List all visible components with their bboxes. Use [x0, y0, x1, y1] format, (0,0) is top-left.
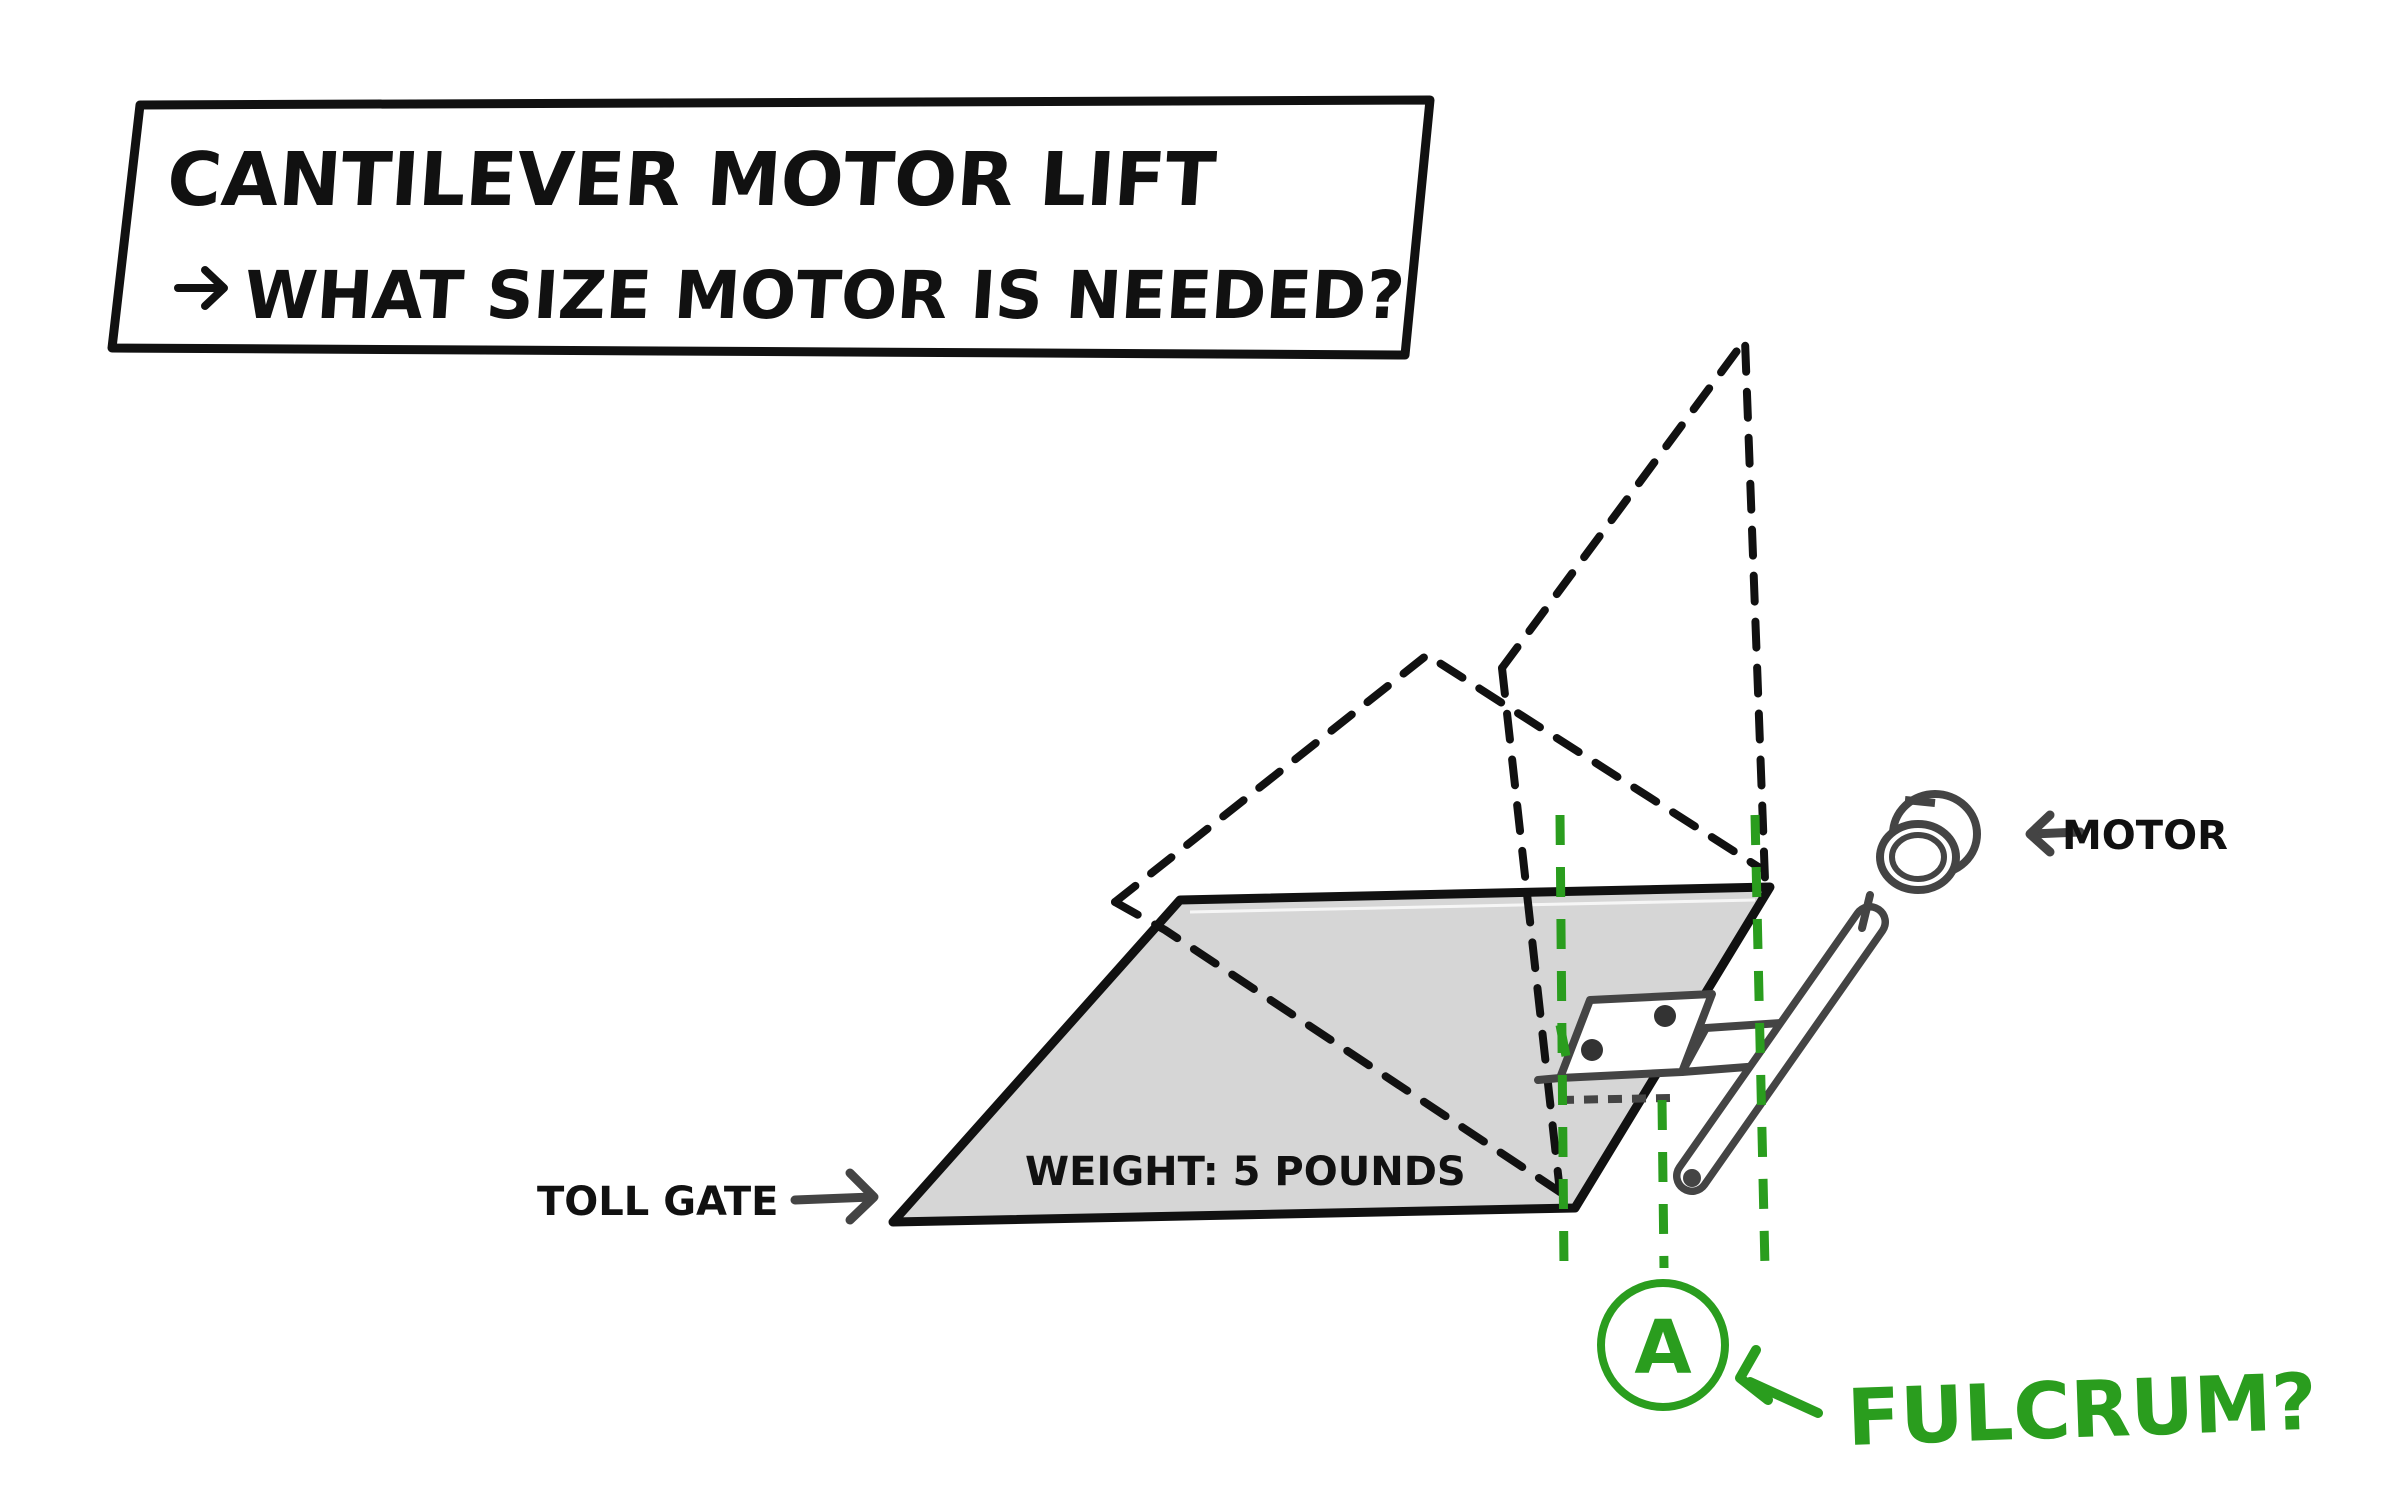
- weight-label: WEIGHT: 5 POUNDS: [1025, 1149, 1466, 1195]
- title-box: CANTILEVER MOTOR LIFT WHAT SIZE MOTOR IS…: [107, 95, 1435, 360]
- motor-icon: [1876, 790, 1981, 894]
- title-line-2: WHAT SIZE MOTOR IS NEEDED?: [242, 257, 1407, 334]
- arrow-up-left-icon: [1735, 1345, 1823, 1418]
- arrow-left-icon: [2025, 810, 2085, 857]
- toll-gate-label: TOLL GATE: [537, 1179, 778, 1225]
- hinge-bolt: [1581, 1039, 1603, 1061]
- motor-label: MOTOR: [2062, 813, 2228, 859]
- title-box-frame: [107, 95, 1435, 360]
- motor-arm: [1673, 891, 1889, 1195]
- fulcrum-marker: A: [1597, 1279, 1729, 1411]
- hinge-bracket: [1534, 990, 1799, 1104]
- raised-gate-outline: [1111, 336, 1769, 1196]
- title-line-1: CANTILEVER MOTOR LIFT: [164, 137, 1218, 223]
- fulcrum-marker-letter: A: [1634, 1305, 1691, 1391]
- fulcrum-label: FULCRUM?: [1846, 1358, 2319, 1464]
- hinge-bolt: [1654, 1005, 1676, 1027]
- arrow-right-icon: [790, 1168, 879, 1225]
- arrow-right-icon: [174, 266, 228, 310]
